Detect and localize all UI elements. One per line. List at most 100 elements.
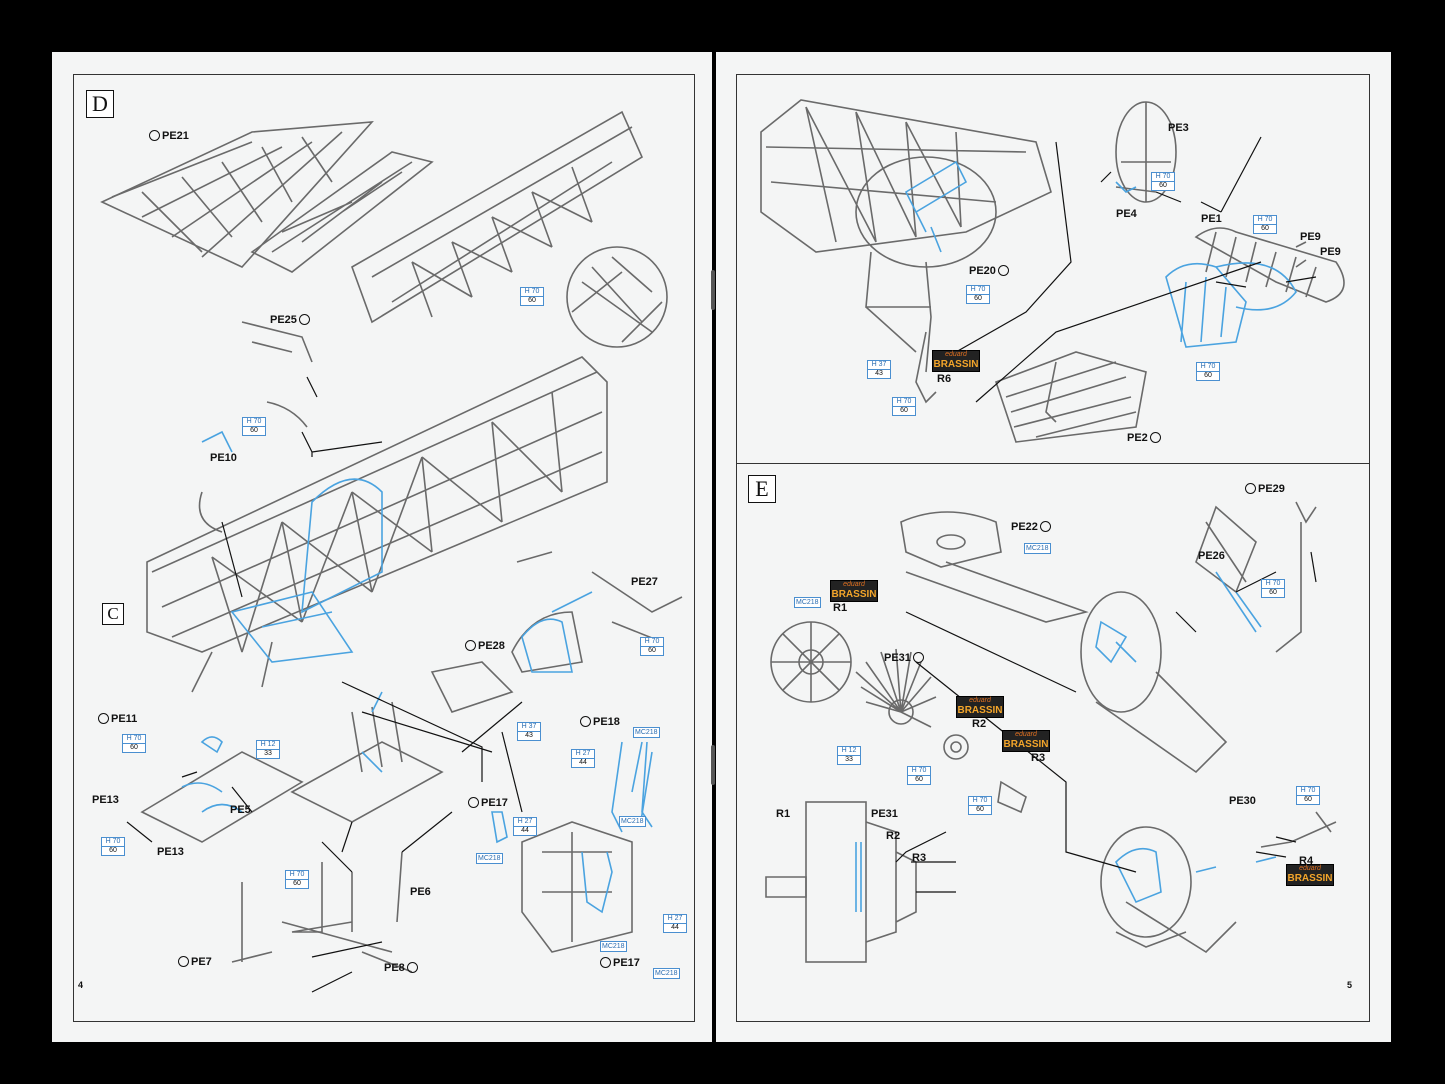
part-pe30-r4 bbox=[1260, 811, 1337, 848]
floor-panel-1 bbox=[140, 751, 304, 843]
fuselage-side-upper bbox=[351, 110, 644, 324]
label-r3-a: R3 bbox=[1031, 752, 1046, 764]
staple-top bbox=[711, 270, 715, 310]
step-d-marker: D bbox=[86, 90, 114, 118]
blue-elevator bbox=[1165, 262, 1247, 348]
stabilizer-pe2 bbox=[994, 351, 1147, 443]
elevator-pe1 bbox=[1194, 227, 1345, 303]
mc-box-4: MC218 bbox=[600, 941, 627, 952]
label-pe25: PE25 bbox=[270, 314, 310, 326]
page-number: 4 bbox=[78, 980, 84, 990]
label-pe22: PE22 bbox=[1011, 521, 1051, 533]
main-fuselage bbox=[146, 356, 608, 653]
label-pe17-a: PE17 bbox=[468, 797, 508, 809]
page-number: 5 bbox=[1347, 980, 1353, 990]
label-r6: R6 bbox=[937, 373, 952, 385]
label-r1-b: R1 bbox=[776, 808, 791, 820]
part-pe25 bbox=[241, 321, 313, 363]
step-c-marker: C bbox=[102, 603, 124, 625]
label-pe7: PE7 bbox=[178, 956, 212, 968]
label-pe20: PE20 bbox=[969, 265, 1009, 277]
firewall-bottom bbox=[1100, 826, 1192, 938]
floor-panel-2 bbox=[290, 741, 444, 823]
cockpit-frame bbox=[521, 821, 633, 953]
label-pe28: PE28 bbox=[465, 640, 505, 652]
pe31-ring bbox=[855, 648, 937, 728]
label-pe18: PE18 bbox=[580, 716, 620, 728]
r2-disc bbox=[943, 734, 969, 760]
label-pe29: PE29 bbox=[1245, 483, 1285, 495]
label-pe17-b: PE17 bbox=[600, 957, 640, 969]
pe9-parts bbox=[1295, 241, 1307, 268]
mc-box-2: MC218 bbox=[619, 816, 646, 827]
rear-fuselage bbox=[760, 99, 1052, 253]
mc-box-5: MC218 bbox=[653, 968, 680, 979]
mc-box-1: MC218 bbox=[1024, 543, 1051, 554]
right-frame bbox=[736, 74, 1370, 1022]
label-pe9-b: PE9 bbox=[1320, 246, 1341, 258]
label-pe5: PE5 bbox=[230, 804, 251, 816]
firewall bbox=[1080, 591, 1162, 713]
staple-bottom bbox=[711, 745, 715, 785]
part-pe27 bbox=[516, 551, 683, 643]
control-columns bbox=[231, 851, 403, 963]
label-pe13-a: PE13 bbox=[92, 794, 119, 806]
floor-pe22 bbox=[900, 511, 1002, 568]
blue-seat-assembly bbox=[301, 478, 383, 614]
label-r2-b: R2 bbox=[886, 830, 901, 842]
left-page: D C 4 bbox=[52, 52, 712, 1042]
right-page: E 5 bbox=[716, 52, 1391, 1042]
part-pe28 bbox=[430, 661, 514, 713]
label-pe11: PE11 bbox=[98, 713, 137, 725]
label-pe4: PE4 bbox=[1116, 208, 1137, 220]
label-pe31-a: PE31 bbox=[884, 652, 924, 664]
mc-box-2: MC218 bbox=[794, 597, 821, 608]
mc-box-3: MC218 bbox=[476, 853, 503, 864]
wing-frame-2 bbox=[250, 151, 434, 273]
r3-hub bbox=[997, 780, 1027, 814]
detail-circle bbox=[566, 246, 668, 348]
label-pe1: PE1 bbox=[1201, 213, 1222, 225]
label-pe3: PE3 bbox=[1168, 122, 1189, 134]
blue-bottom-mount bbox=[1115, 847, 1162, 904]
label-r2-a: R2 bbox=[972, 718, 987, 730]
tail-disc bbox=[855, 156, 997, 268]
label-pe21: PE21 bbox=[149, 130, 189, 142]
step-e-marker: E bbox=[748, 475, 776, 503]
label-r3-b: R3 bbox=[912, 852, 927, 864]
mc-box-1: MC218 bbox=[633, 727, 660, 738]
engine-section bbox=[805, 801, 867, 963]
assembly-drawing-e bbox=[760, 99, 1345, 963]
label-pe13-b: PE13 bbox=[157, 846, 184, 858]
label-pe9-a: PE9 bbox=[1300, 231, 1321, 243]
label-pe30: PE30 bbox=[1229, 795, 1256, 807]
assembly-drawing-d bbox=[100, 110, 683, 993]
part-pe10 bbox=[198, 491, 223, 533]
left-frame bbox=[73, 74, 695, 1022]
part-pe28-seat bbox=[511, 611, 583, 673]
